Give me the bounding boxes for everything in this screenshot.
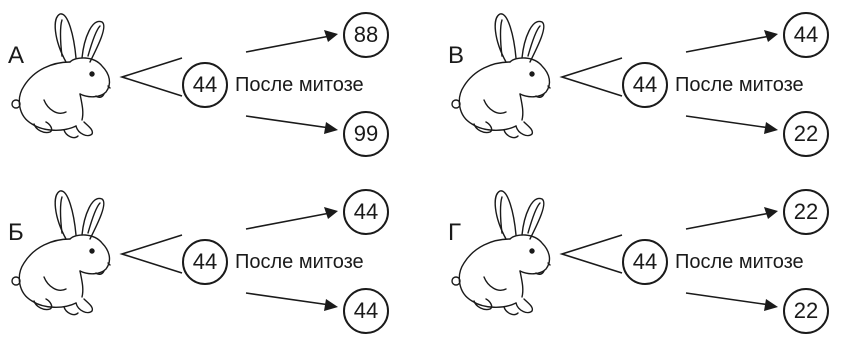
- wedge-lines: [119, 57, 183, 97]
- panel-a: А 44 После митозе 88 99: [0, 0, 423, 176]
- panel-letter: А: [8, 42, 25, 69]
- caption-after-mitosis: После митозе: [675, 74, 804, 96]
- panel-letter: Б: [8, 219, 24, 246]
- daughter-cell-top-circle: 88: [343, 12, 389, 58]
- daughter-cell-bottom-circle: 22: [783, 111, 829, 157]
- arrow-icon: [685, 30, 778, 134]
- caption-after-mitosis: После митозе: [675, 251, 804, 273]
- daughter-cell-top-circle: 44: [783, 12, 829, 58]
- parent-cell-circle: 44: [622, 239, 668, 285]
- wedge-lines: [559, 57, 623, 97]
- caption-after-mitosis: После митозе: [235, 251, 364, 273]
- arrow-icon: [245, 207, 338, 311]
- panel-letter: Г: [448, 219, 461, 246]
- arrow-icon: [245, 30, 338, 134]
- wedge-lines: [119, 234, 183, 274]
- daughter-cell-bottom-circle: 22: [783, 288, 829, 334]
- daughter-cell-bottom-circle: 99: [343, 111, 389, 157]
- daughter-cell-bottom-circle: 44: [343, 288, 389, 334]
- parent-cell-circle: 44: [182, 62, 228, 108]
- panel-letter: В: [448, 42, 465, 69]
- arrow-icon: [685, 207, 778, 311]
- parent-cell-circle: 44: [182, 239, 228, 285]
- parent-cell-circle: 44: [622, 62, 668, 108]
- caption-after-mitosis: После митозе: [235, 74, 364, 96]
- panel-b: Б 44 После митозе 44 44: [0, 177, 423, 353]
- daughter-cell-top-circle: 44: [343, 189, 389, 235]
- wedge-lines: [559, 234, 623, 274]
- panel-g: Г 44 После митозе 22 22: [440, 177, 847, 353]
- daughter-cell-top-circle: 22: [783, 189, 829, 235]
- panel-v: В 44 После митозе 44 22: [440, 0, 847, 176]
